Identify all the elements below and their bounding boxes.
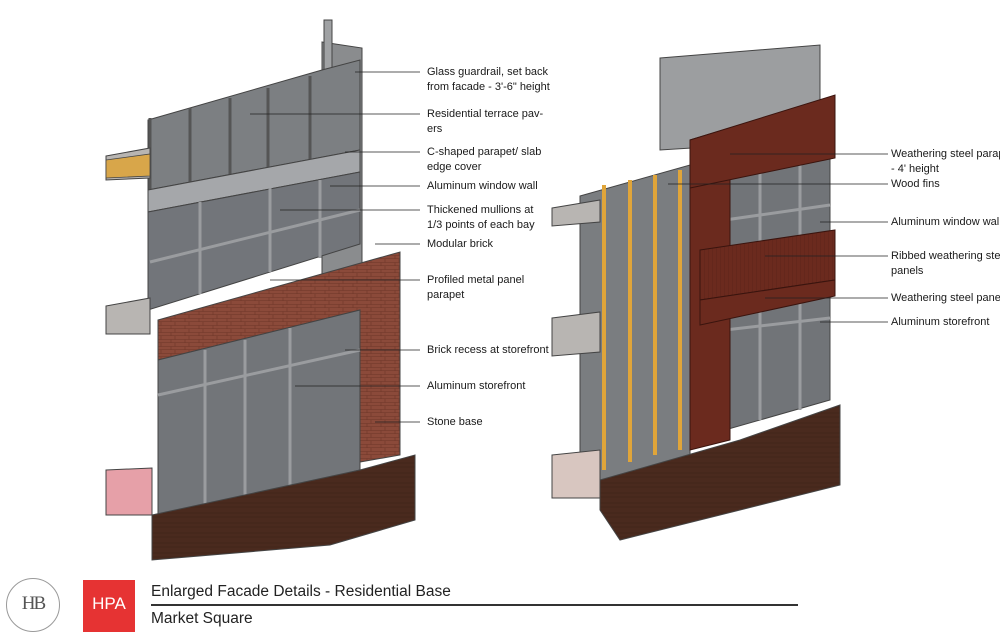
callout-aluminum-window-wall-r: Aluminum window wall bbox=[891, 216, 1000, 228]
left-leaders bbox=[250, 71, 420, 423]
callout-thickened-mullions: Thickened mullions at 1/3 points of each… bbox=[427, 204, 535, 231]
hb-logo: HB bbox=[6, 578, 60, 632]
hb-logo-text: HB bbox=[21, 593, 46, 614]
left-facade bbox=[105, 19, 416, 561]
callout-c-parapet: C-shaped parapet/ slab edge cover bbox=[427, 146, 542, 173]
project-name: Market Square bbox=[151, 610, 253, 627]
callout-wood-fins: Wood fins bbox=[891, 178, 940, 190]
weathering-steel-parapet bbox=[689, 94, 836, 189]
hpa-logo-text: HPA bbox=[92, 594, 126, 613]
hpa-logo: HPA bbox=[83, 580, 135, 632]
callout-aluminum-window-wall: Aluminum window wall bbox=[427, 180, 538, 192]
wood-fins bbox=[602, 170, 682, 470]
callout-ribbed-weathering-steel: Ribbed weathering steel panels bbox=[891, 250, 1000, 277]
right-facade bbox=[551, 44, 841, 541]
callout-aluminum-storefront: Aluminum storefront bbox=[427, 380, 526, 392]
callout-weathering-steel-parapet: Weathering steel parapet - 4' height bbox=[891, 148, 1000, 175]
lower-slab bbox=[105, 297, 151, 335]
footer-divider bbox=[151, 604, 798, 606]
callout-brick-recess: Brick recess at storefront bbox=[427, 344, 549, 356]
callout-aluminum-storefront-r: Aluminum storefront bbox=[891, 316, 990, 328]
callout-terrace-pavers: Residential terrace pav- ers bbox=[427, 108, 544, 135]
sheet-title: Enlarged Facade Details - Residential Ba… bbox=[151, 583, 451, 600]
callout-modular-brick: Modular brick bbox=[427, 238, 494, 250]
callout-stone-base: Stone base bbox=[427, 416, 483, 428]
stone-base bbox=[151, 454, 416, 561]
right-base bbox=[599, 404, 841, 541]
weathering-panel bbox=[699, 279, 836, 326]
callout-glass-guardrail: Glass guardrail, set back from facade - … bbox=[427, 66, 550, 93]
right-leaders bbox=[668, 153, 888, 323]
callout-profiled-metal-panel: Profiled metal panel parapet bbox=[427, 274, 525, 301]
callout-weathering-steel-panel: Weathering steel panel bbox=[891, 292, 1000, 304]
